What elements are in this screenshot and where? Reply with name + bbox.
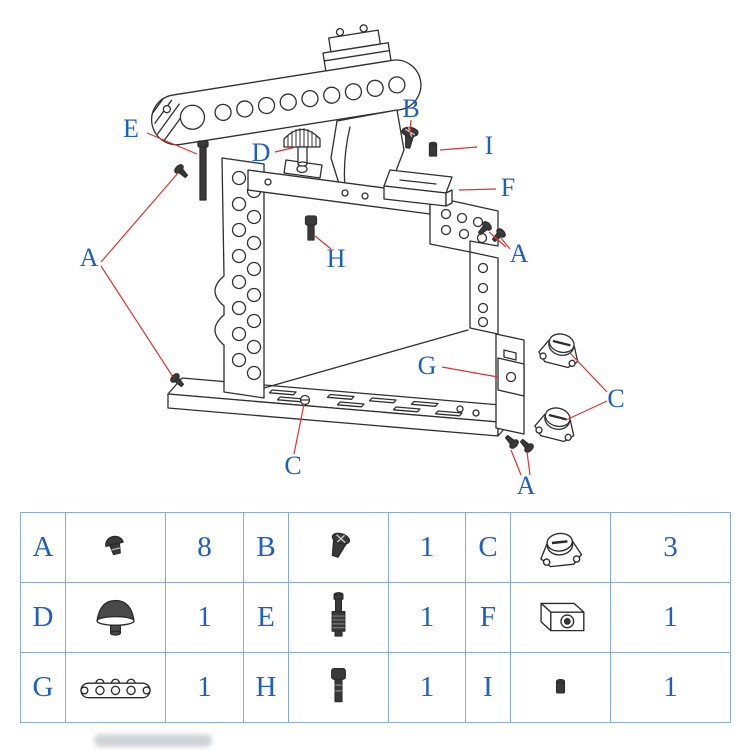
part-letter: I	[466, 653, 511, 723]
part-g-rail	[495, 333, 525, 435]
diagram-label-h: H	[326, 244, 346, 273]
cold-shoe-icon	[322, 24, 392, 72]
part-letter: G	[21, 653, 66, 723]
cage-left-column	[214, 157, 265, 399]
part-qty: 3	[611, 513, 731, 583]
screw-a-5	[502, 432, 521, 451]
part-letter: D	[21, 583, 66, 653]
shoe-mount-block-icon	[540, 602, 585, 631]
diagram-label-e: E	[123, 114, 139, 143]
base-plate	[167, 377, 513, 437]
part-qty: 1	[166, 583, 244, 653]
part-letter: E	[244, 583, 289, 653]
part-i-screw	[428, 141, 438, 157]
part-icon-cell	[66, 513, 166, 583]
clamp-knob-icon	[540, 532, 583, 567]
part-qty: 1	[611, 583, 731, 653]
part-icon-cell	[289, 513, 389, 583]
part-e-pin	[197, 140, 209, 201]
exploded-view-drawing	[100, 24, 608, 476]
part-b-screw	[401, 126, 419, 149]
part-letter: F	[466, 583, 511, 653]
diagram-label-a-bottom: A	[516, 471, 536, 500]
part-d-thumbscrew	[283, 128, 321, 167]
part-letter: H	[244, 653, 289, 723]
countersunk-screw-icon	[331, 532, 351, 558]
leader-lines	[100, 119, 608, 476]
diagram-label-b: B	[402, 94, 420, 123]
diagram-label-f: F	[500, 173, 516, 202]
diagram-label-a-right: A	[509, 239, 529, 268]
top-handle	[150, 24, 422, 146]
part-letter: B	[244, 513, 289, 583]
part-icon-cell	[289, 653, 389, 723]
cage-right-bracket	[429, 195, 499, 335]
screw-a-1	[172, 162, 191, 181]
diagram-label-c-bottom: C	[284, 451, 302, 480]
part-qty: 1	[611, 653, 731, 723]
part-qty: 1	[166, 653, 244, 723]
part-icon-cell	[66, 653, 166, 723]
part-icon-cell	[511, 513, 611, 583]
part-f-block	[383, 169, 453, 207]
watermark-smudge	[94, 734, 212, 747]
diagram-label-c-right: C	[607, 384, 625, 413]
rail-bracket-icon	[80, 678, 151, 698]
part-qty: 1	[389, 513, 466, 583]
socket-cap-screw-icon	[331, 667, 346, 702]
part-qty: 1	[389, 583, 466, 653]
part-icon-cell	[511, 653, 611, 723]
knurled-pin-icon	[331, 591, 346, 637]
diagram-label-i: I	[484, 131, 494, 160]
diagram-label-a-left: A	[79, 243, 99, 272]
diagram-label-g: G	[417, 351, 437, 380]
part-c-clamp-2	[531, 402, 581, 445]
part-c-clamp-1	[535, 328, 585, 371]
parts-table: A 8 B 1 C	[20, 512, 731, 723]
set-screw-icon	[555, 678, 566, 693]
pan-head-screw-icon	[105, 535, 124, 555]
part-letter: C	[466, 513, 511, 583]
part-icon-cell	[511, 583, 611, 653]
thumbscrew-icon	[96, 599, 135, 636]
diagram-label-d: D	[251, 138, 271, 167]
part-icon-cell	[289, 583, 389, 653]
part-h-screw	[304, 215, 318, 241]
part-icon-cell	[66, 583, 166, 653]
part-qty: 1	[389, 653, 466, 723]
part-letter: A	[21, 513, 66, 583]
screw-a-6	[517, 436, 536, 455]
part-qty: 8	[166, 513, 244, 583]
